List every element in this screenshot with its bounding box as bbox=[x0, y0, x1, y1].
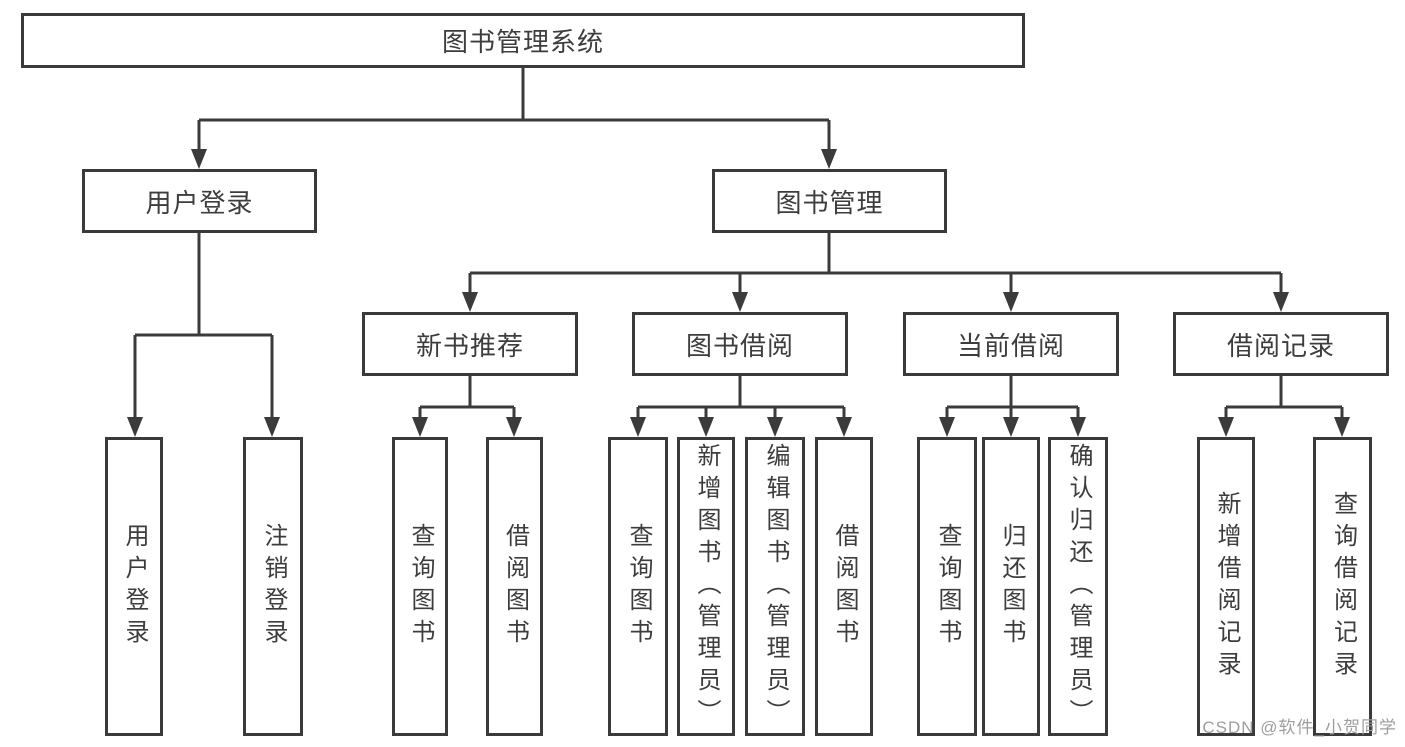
node-new-book-recommend: 新书推荐 bbox=[362, 312, 578, 376]
leaf-return-book-label: 归还图书 bbox=[998, 522, 1025, 651]
node-book-management: 图书管理 bbox=[712, 169, 947, 233]
connector-new-book-recommend-children bbox=[418, 376, 516, 420]
connector-book-borrow-children bbox=[636, 376, 846, 420]
node-current-borrow-label: 当前借阅 bbox=[956, 330, 1065, 361]
node-borrow-records: 借阅记录 bbox=[1173, 312, 1389, 376]
leaf-query-book-borrow: 查询图书 bbox=[608, 437, 668, 736]
connector-user-login-children bbox=[133, 233, 274, 420]
leaf-logout-label: 注销登录 bbox=[260, 522, 287, 651]
leaf-query-borrow-record-label: 查询借阅记录 bbox=[1329, 490, 1357, 683]
leaf-confirm-return-admin: 确认归还（管理员） bbox=[1048, 437, 1108, 736]
leaf-user-login-label: 用户登录 bbox=[121, 522, 148, 651]
node-user-login: 用户登录 bbox=[82, 169, 317, 233]
leaf-borrow-book-label: 借阅图书 bbox=[831, 522, 858, 651]
connector-root-to-level2 bbox=[197, 68, 831, 152]
leaf-add-borrow-record-label: 新增借阅记录 bbox=[1213, 490, 1240, 683]
leaf-query-book-borrow-label: 查询图书 bbox=[625, 522, 652, 651]
leaf-query-book-current: 查询图书 bbox=[917, 437, 977, 736]
leaf-borrow-book-recommend: 借阅图书 bbox=[486, 437, 543, 736]
node-root-system: 图书管理系统 bbox=[21, 13, 1025, 68]
node-book-borrow-label: 图书借阅 bbox=[685, 330, 794, 361]
arrowheads bbox=[127, 149, 1350, 437]
node-user-login-label: 用户登录 bbox=[145, 187, 254, 218]
node-borrow-records-label: 借阅记录 bbox=[1226, 330, 1335, 361]
leaf-borrow-book-recommend-label: 借阅图书 bbox=[501, 522, 529, 651]
leaf-return-book: 归还图书 bbox=[982, 437, 1040, 736]
leaf-edit-book-admin: 编辑图书（管理员） bbox=[745, 437, 805, 736]
leaf-query-book-recommend: 查询图书 bbox=[392, 437, 448, 736]
node-book-management-label: 图书管理 bbox=[775, 187, 884, 218]
connector-current-borrow-children bbox=[945, 376, 1080, 420]
leaf-borrow-book: 借阅图书 bbox=[815, 437, 873, 736]
leaf-query-borrow-record: 查询借阅记录 bbox=[1313, 437, 1372, 736]
connector-book-management-children bbox=[468, 233, 1283, 295]
node-new-book-recommend-label: 新书推荐 bbox=[415, 330, 524, 361]
csdn-watermark: CSDN @软件_小贺同学 bbox=[1202, 718, 1397, 737]
leaf-add-borrow-record: 新增借阅记录 bbox=[1197, 437, 1255, 736]
leaf-user-login: 用户登录 bbox=[105, 437, 163, 736]
node-book-borrow: 图书借阅 bbox=[632, 312, 848, 376]
leaf-logout: 注销登录 bbox=[243, 437, 303, 736]
leaf-confirm-return-admin-label: 确认归还（管理员） bbox=[1065, 442, 1092, 731]
connector-borrow-records-children bbox=[1224, 376, 1344, 420]
leaf-query-book-recommend-label: 查询图书 bbox=[407, 522, 434, 651]
leaf-add-book-admin-label: 新增图书（管理员） bbox=[693, 442, 720, 731]
node-root-label: 图书管理系统 bbox=[441, 27, 604, 57]
leaf-query-book-current-label: 查询图书 bbox=[934, 522, 961, 651]
leaf-edit-book-admin-label: 编辑图书（管理员） bbox=[762, 442, 789, 731]
leaf-add-book-admin: 新增图书（管理员） bbox=[677, 437, 735, 736]
node-current-borrow: 当前借阅 bbox=[903, 312, 1119, 376]
